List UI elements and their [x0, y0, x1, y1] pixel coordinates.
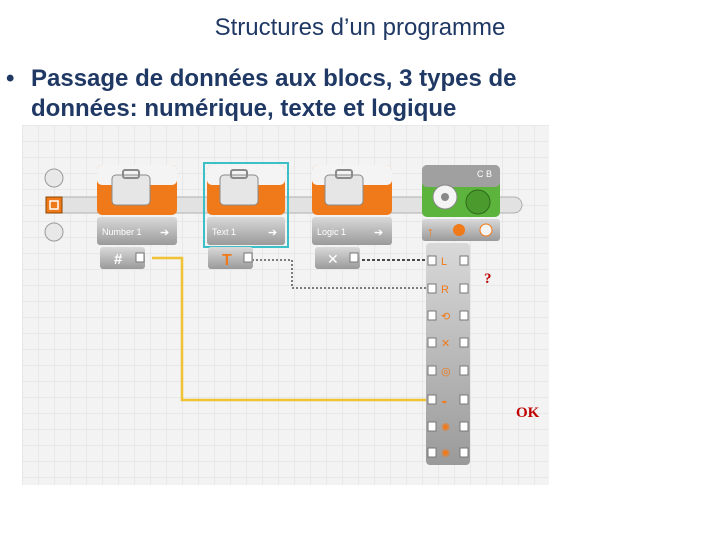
text-block-label: Text 1 [212, 227, 236, 237]
svg-text:✺: ✺ [441, 448, 450, 460]
bullet-marker: • [6, 65, 15, 92]
target-block[interactable]: C B ↑ L R ⟲ [422, 165, 500, 465]
arrow-right-icon: ➔ [268, 227, 277, 239]
svg-text:✺: ✺ [441, 422, 450, 434]
number-hash-icon: # [114, 251, 123, 268]
data-hub [426, 243, 470, 465]
number-wire [152, 256, 442, 402]
up-arrow-icon: ↑ [427, 224, 434, 239]
bullet-line-2: données: numérique, texte et logique [31, 95, 457, 122]
question-annotation: ? [484, 271, 492, 287]
text-block[interactable]: Text 1 ➔ T [203, 162, 289, 269]
svg-text:⟲: ⟲ [441, 311, 450, 323]
logic-block-label: Logic 1 [317, 227, 346, 237]
briefcase-icon [219, 174, 259, 206]
connector-bottom[interactable] [44, 222, 64, 242]
svg-text:◒: ◒ [441, 395, 448, 407]
target-block-label: C B [477, 169, 492, 179]
program-canvas[interactable]: Number 1 ➔ # Text 1 ➔ T Log [22, 125, 549, 485]
briefcase-icon [324, 174, 364, 206]
start-icon[interactable] [45, 196, 63, 214]
briefcase-icon [111, 174, 151, 206]
ok-annotation: OK [516, 405, 540, 421]
svg-text:◎: ◎ [441, 366, 451, 378]
connector-top[interactable] [44, 168, 64, 188]
svg-text:L: L [441, 256, 447, 268]
slide-title: Structures d’un programme [214, 14, 506, 41]
svg-text:✕: ✕ [441, 338, 450, 350]
bullet-line-1: Passage de données aux blocs, 3 types de [31, 65, 517, 92]
logic-icon: ✕ [327, 251, 339, 267]
logic-block[interactable]: Logic 1 ➔ ✕ [312, 165, 392, 269]
arrow-right-icon: ➔ [374, 227, 383, 239]
number-block-label: Number 1 [102, 227, 142, 237]
svg-text:R: R [441, 284, 449, 296]
text-wire [252, 259, 442, 289]
arrow-right-icon: ➔ [160, 227, 169, 239]
text-t-icon: T [222, 252, 232, 269]
number-block[interactable]: Number 1 ➔ # [97, 165, 177, 269]
